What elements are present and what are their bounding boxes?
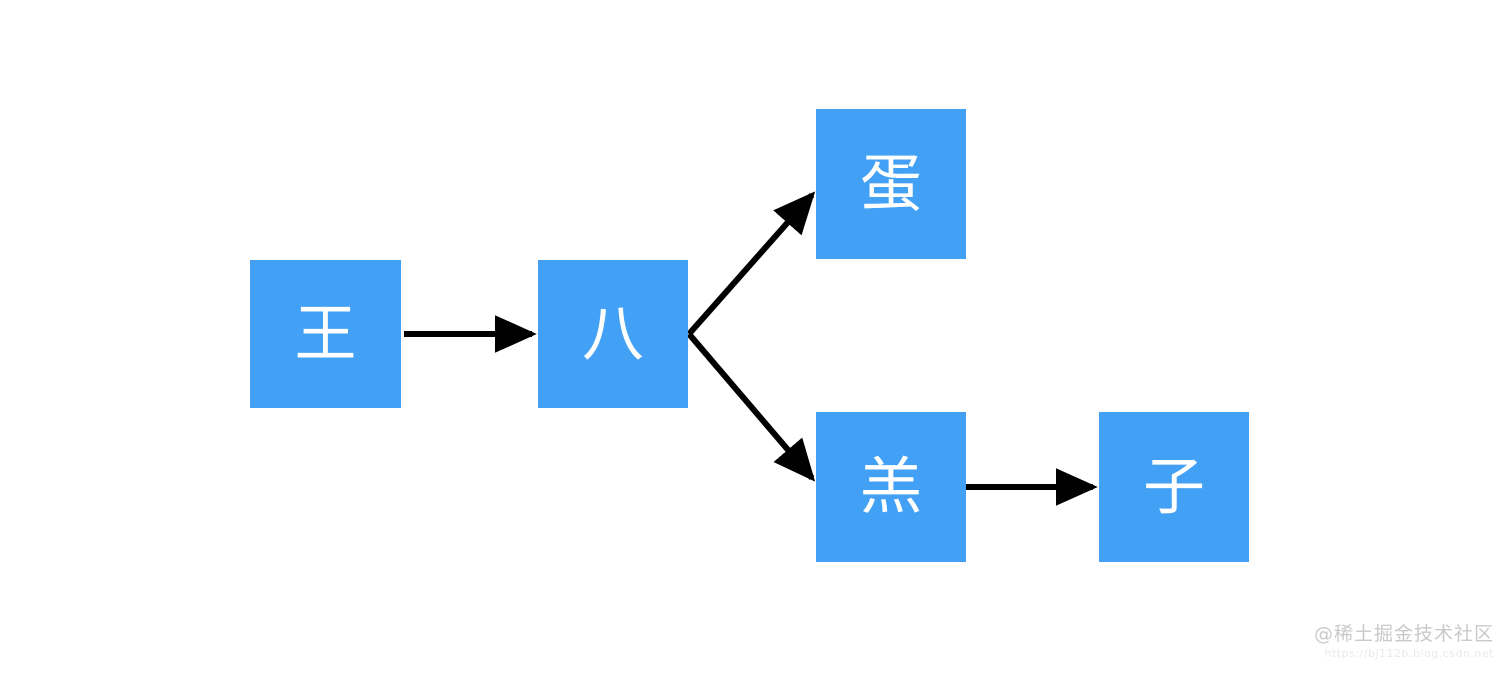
watermark-label: @稀土掘金技术社区	[1313, 623, 1494, 645]
node-gao[interactable]: 羔	[816, 412, 966, 562]
node-dan[interactable]: 蛋	[816, 109, 966, 259]
edge-ba-to-dan	[686, 191, 816, 336]
node-wang-label: 王	[294, 297, 357, 370]
node-ba[interactable]: 八	[538, 260, 688, 408]
watermark-url: https://bj112b.blog.csdn.net	[1324, 647, 1494, 660]
node-gao-label: 羔	[859, 450, 922, 523]
watermark: @稀土掘金技术社区 https://bj112b.blog.csdn.net	[1314, 619, 1494, 660]
node-ba-label: 八	[581, 297, 644, 370]
edge-ba-to-gao	[686, 332, 816, 482]
node-zi-label: 子	[1142, 450, 1205, 523]
node-zi[interactable]: 子	[1099, 412, 1249, 562]
node-wang[interactable]: 王	[250, 260, 401, 408]
node-dan-label: 蛋	[859, 147, 922, 220]
